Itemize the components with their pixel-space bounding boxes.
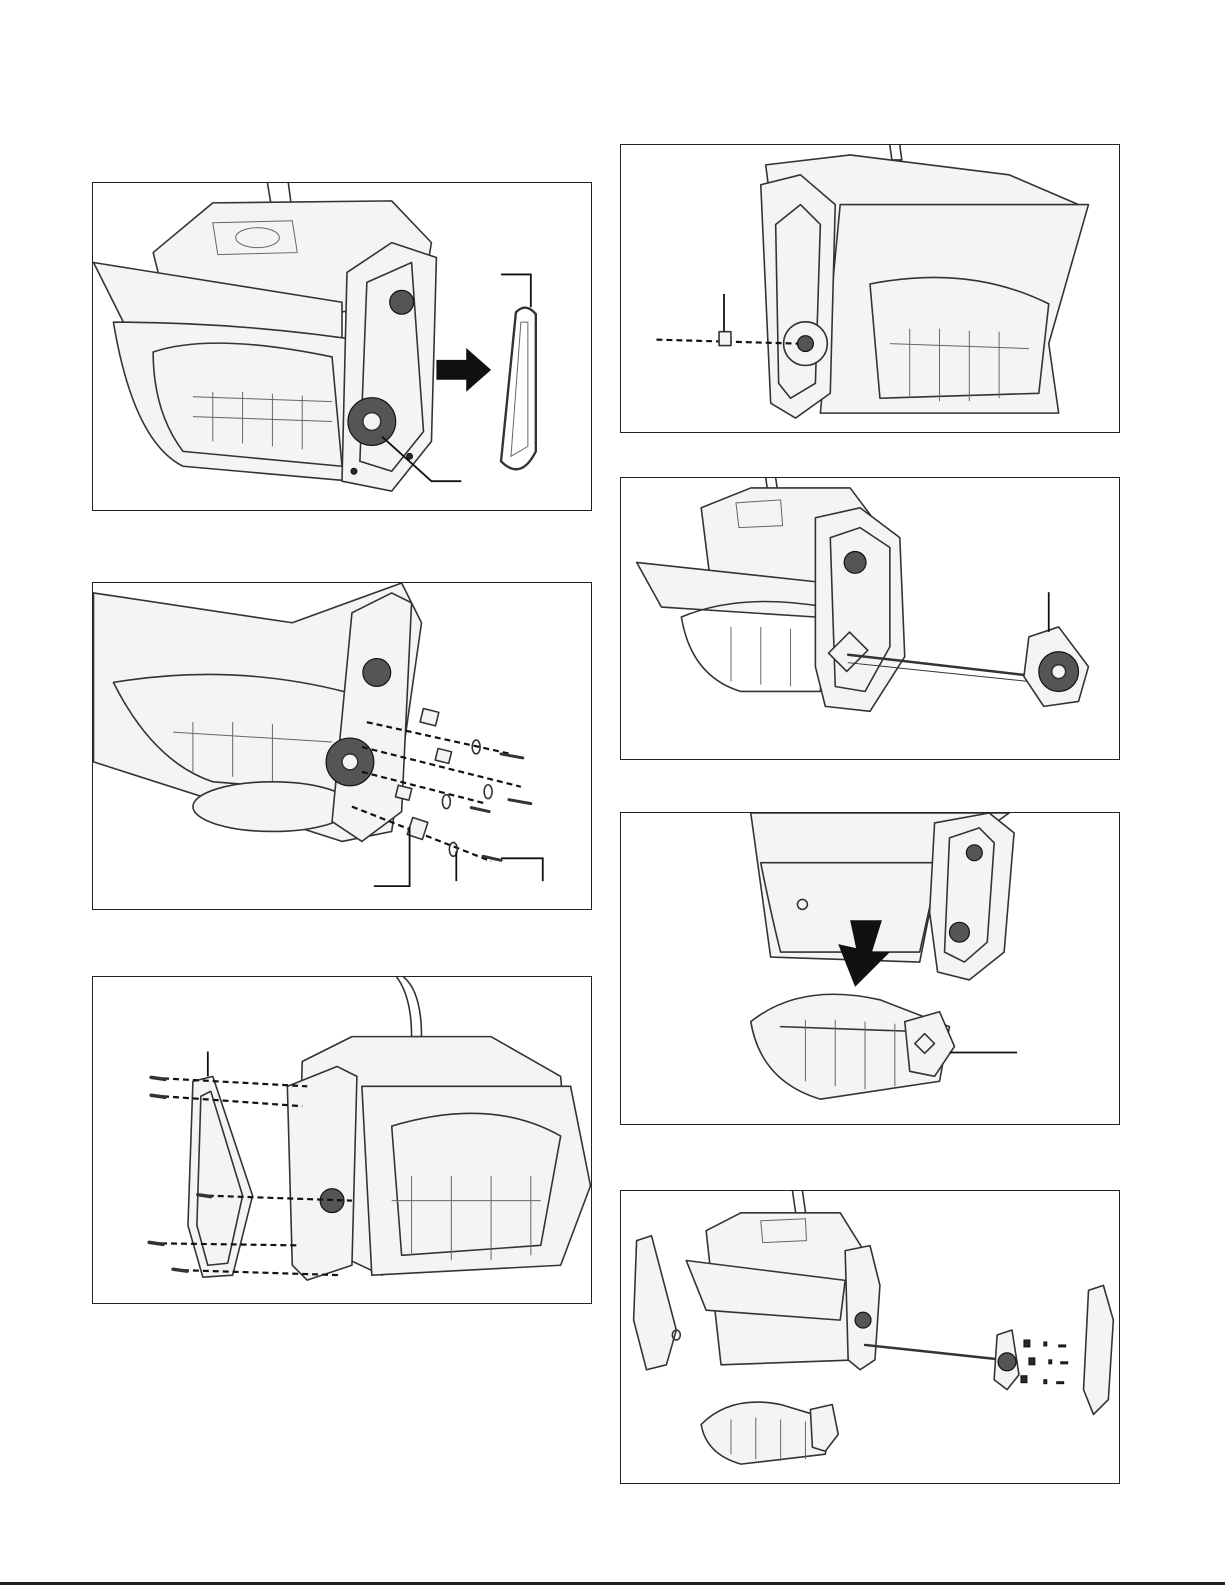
figure-auger-removal <box>620 812 1120 1125</box>
exploded-overview-illustration <box>621 1191 1119 1483</box>
gear-hardware-illustration <box>93 583 591 909</box>
figure-nut-removal <box>620 144 1120 433</box>
figure-side-cover-removal <box>92 976 592 1304</box>
figure-gear-hardware-removal <box>92 582 592 910</box>
figure-exploded-overview <box>620 1190 1120 1484</box>
side-cover-illustration <box>93 977 591 1303</box>
shaft-gear-illustration <box>621 478 1119 759</box>
auger-removal-illustration <box>621 813 1119 1124</box>
nut-removal-illustration <box>621 145 1119 432</box>
figure-belt-removal <box>92 182 592 511</box>
figure-shaft-gear-removal <box>620 477 1120 760</box>
belt-removal-illustration <box>93 183 591 510</box>
